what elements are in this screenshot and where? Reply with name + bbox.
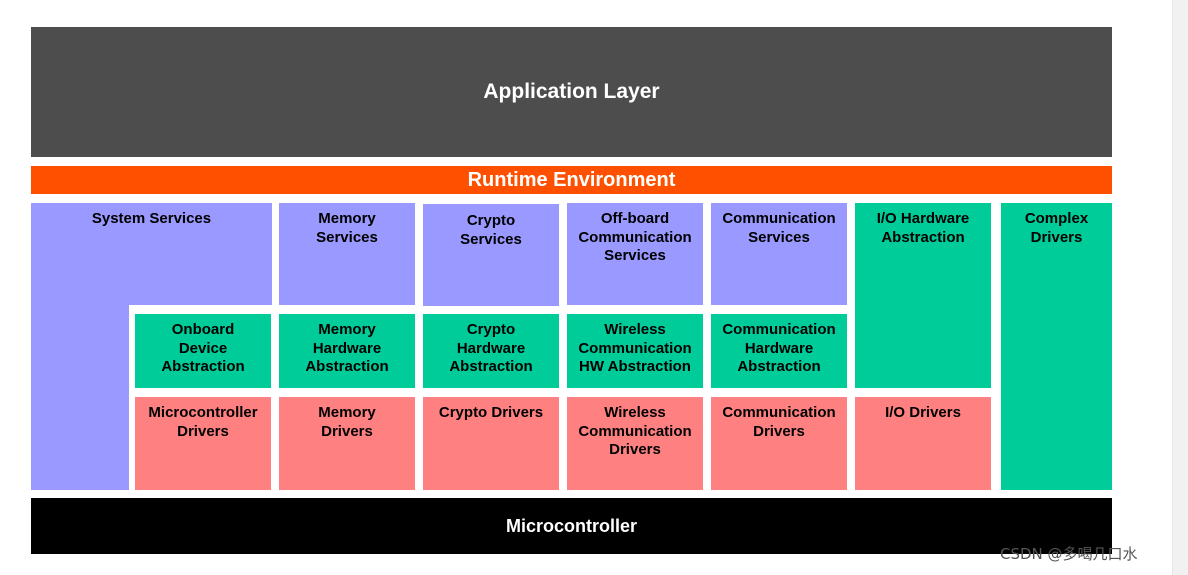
wireless-communication-hw-abstraction: Wireless Communication HW Abstraction: [567, 314, 703, 388]
wireless-communication-hw-abstraction-label: Wireless Communication HW Abstraction: [578, 321, 692, 375]
runtime-environment: Runtime Environment: [31, 166, 1112, 194]
onboard-device-abstraction: Onboard Device Abstraction: [135, 314, 271, 388]
offboard-communication-services: Off-board Communication Services: [567, 203, 703, 305]
microcontroller-layer: Microcontroller: [31, 498, 1112, 554]
memory-hardware-abstraction-label: Memory Hardware Abstraction: [305, 321, 389, 375]
crypto-services-label: Crypto Services: [460, 212, 522, 248]
crypto-hardware-abstraction-label: Crypto Hardware Abstraction: [449, 321, 533, 375]
memory-services: Memory Services: [279, 203, 415, 305]
io-hardware-abstraction: I/O Hardware Abstraction: [855, 203, 991, 388]
communication-services-label: Communication Services: [722, 210, 836, 246]
runtime-environment-label: Runtime Environment: [467, 169, 676, 191]
io-hardware-abstraction-label: I/O Hardware Abstraction: [876, 210, 970, 246]
scrollbar-track[interactable]: [1172, 0, 1188, 575]
wireless-communication-drivers: Wireless Communication Drivers: [567, 397, 703, 490]
io-drivers: I/O Drivers: [855, 397, 991, 490]
watermark: CSDN @多喝几口水: [1000, 545, 1138, 563]
complex-drivers-label: Complex Drivers: [1024, 210, 1089, 246]
memory-hardware-abstraction: Memory Hardware Abstraction: [279, 314, 415, 388]
microcontroller-drivers: Microcontroller Drivers: [135, 397, 271, 490]
system-services-stem: [31, 203, 129, 490]
application-layer: Application Layer: [31, 27, 1112, 157]
microcontroller-drivers-label: Microcontroller Drivers: [148, 404, 258, 440]
communication-hardware-abstraction: Communication Hardware Abstraction: [711, 314, 847, 388]
memory-services-label: Memory Services: [316, 210, 378, 246]
communication-drivers-label: Communication Drivers: [722, 404, 836, 440]
system-services-label: System Services: [91, 210, 212, 227]
complex-drivers: Complex Drivers: [1001, 203, 1112, 490]
communication-hardware-abstraction-label: Communication Hardware Abstraction: [722, 321, 836, 375]
communication-services: Communication Services: [711, 203, 847, 305]
crypto-drivers-label: Crypto Drivers: [438, 404, 544, 421]
memory-drivers: Memory Drivers: [279, 397, 415, 490]
microcontroller-layer-label: Microcontroller: [505, 516, 638, 536]
onboard-device-abstraction-label: Onboard Device Abstraction: [161, 321, 245, 375]
application-layer-label: Application Layer: [483, 80, 660, 103]
communication-drivers: Communication Drivers: [711, 397, 847, 490]
crypto-hardware-abstraction: Crypto Hardware Abstraction: [423, 314, 559, 388]
io-drivers-label: I/O Drivers: [885, 404, 961, 421]
offboard-communication-services-label: Off-board Communication Services: [578, 210, 692, 264]
wireless-communication-drivers-label: Wireless Communication Drivers: [578, 404, 692, 458]
crypto-drivers: Crypto Drivers: [423, 397, 559, 490]
memory-drivers-label: Memory Drivers: [318, 404, 376, 440]
crypto-services: Crypto Services: [423, 204, 559, 306]
